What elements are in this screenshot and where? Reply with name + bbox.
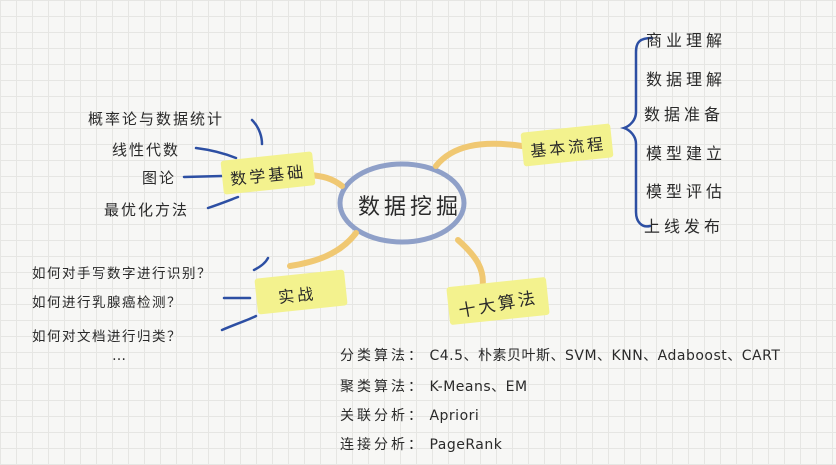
process-leaf: 模型评估 xyxy=(646,182,727,201)
center-node-label: 数据挖掘 xyxy=(358,195,463,220)
connector-process xyxy=(433,140,525,169)
process-leaf: 上线发布 xyxy=(644,217,725,236)
leaf-line-practice-1 xyxy=(252,256,270,272)
leaf-line-math-4 xyxy=(206,195,240,210)
algorithm-row-association: 关联分析： Apriori xyxy=(340,405,479,425)
algorithm-row-value: Apriori xyxy=(429,408,480,424)
algorithm-row-label: 分类算法： xyxy=(340,348,425,364)
branch-practice-label: 实战 xyxy=(277,284,318,307)
algorithm-row-label: 聚类算法： xyxy=(340,379,425,395)
algorithm-row-value: PageRank xyxy=(429,437,503,453)
connector-practice xyxy=(287,230,359,269)
math-leaf: 图论 xyxy=(142,169,177,187)
process-leaf: 模型建立 xyxy=(646,144,727,163)
process-leaf: 数据理解 xyxy=(646,70,727,89)
algorithm-row-label: 连接分析： xyxy=(340,437,425,453)
practice-leaf-ellipsis: … xyxy=(112,348,128,364)
practice-leaf: 如何对文档进行归类？ xyxy=(32,329,182,345)
algorithm-row-link-analysis: 连接分析： PageRank xyxy=(340,434,502,454)
algorithm-row-value: K-Means、EM xyxy=(429,379,528,395)
algorithm-row-label: 关联分析： xyxy=(340,408,425,424)
leaf-line-math-1 xyxy=(250,118,264,146)
math-leaf: 最优化方法 xyxy=(104,201,190,219)
leaf-line-math-2 xyxy=(194,146,238,160)
leaf-line-practice-3 xyxy=(220,314,258,332)
connector-algorithms xyxy=(455,237,486,293)
process-bracket xyxy=(620,36,654,228)
math-leaf: 线性代数 xyxy=(112,141,181,159)
process-leaf: 商业理解 xyxy=(646,31,727,50)
algorithm-row-value: C4.5、朴素贝叶斯、SVM、KNN、Adaboost、CART xyxy=(429,348,781,364)
process-leaf: 数据准备 xyxy=(644,105,725,124)
practice-leaf: 如何对手写数字进行识别？ xyxy=(32,266,212,282)
algorithm-row-clustering: 聚类算法： K-Means、EM xyxy=(340,376,528,396)
algorithm-row-classification: 分类算法： C4.5、朴素贝叶斯、SVM、KNN、Adaboost、CART xyxy=(340,345,780,365)
math-leaf: 概率论与数据统计 xyxy=(88,110,225,128)
practice-leaf: 如何进行乳腺癌检测？ xyxy=(32,295,182,311)
center-node-ring xyxy=(337,161,467,245)
leaf-line-math-3 xyxy=(182,174,224,179)
